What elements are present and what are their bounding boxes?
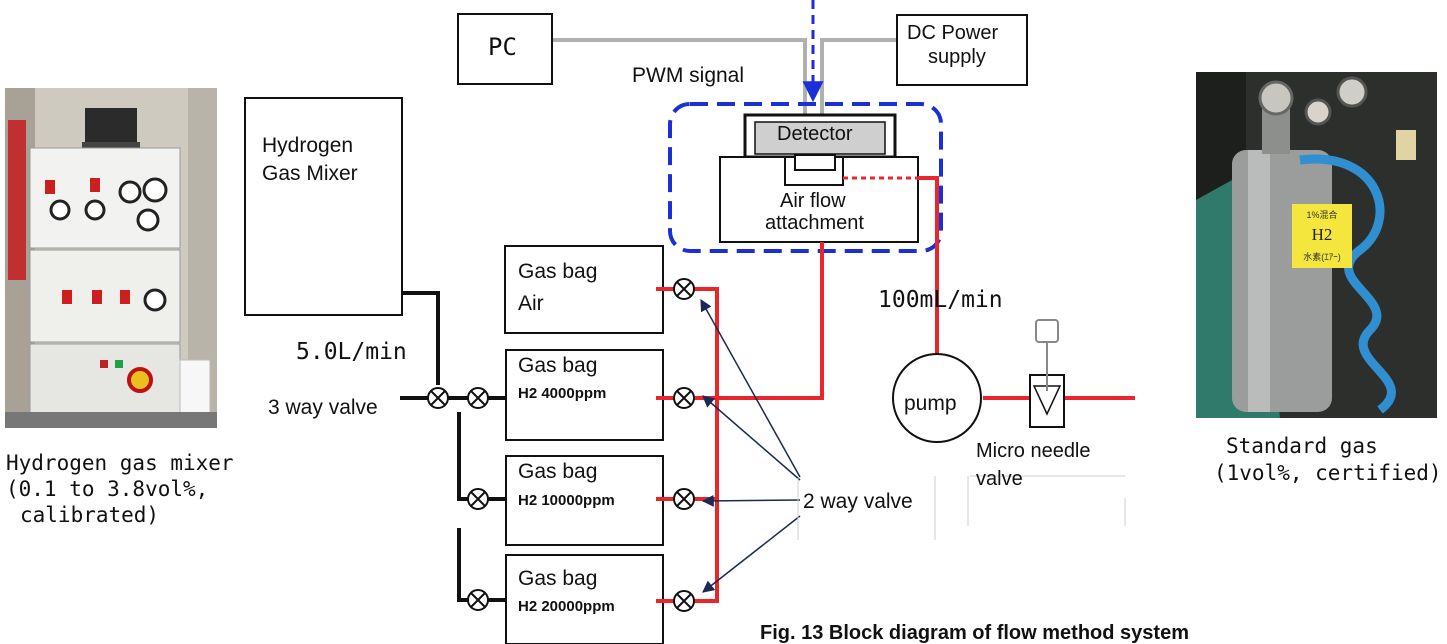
photo-left-caption-1: Hydrogen gas mixer	[6, 451, 234, 475]
pc-label: PC	[488, 33, 517, 61]
dc-power-label-1: DC Power	[907, 22, 999, 44]
dc-power-label-2: supply	[928, 46, 986, 68]
gas-bag-20000-box	[505, 554, 664, 644]
photo-left-caption-2: (0.1 to 3.8vol%,	[6, 477, 209, 501]
needle-knob	[1035, 319, 1059, 343]
pump-symbol	[892, 353, 982, 443]
two-way-valve-label: 2 way valve	[803, 490, 913, 513]
hydrogen-mixer-box	[244, 97, 403, 316]
gas-bag-10000-title: Gas bag	[518, 460, 598, 483]
three-way-valve-symbol	[427, 387, 449, 409]
dc-power-box	[896, 14, 1028, 86]
detector-box	[754, 121, 886, 155]
micro-needle-label-1: Micro needle	[976, 440, 1091, 462]
pump-label: pump	[904, 392, 957, 415]
gas-bag-20000-gas: H2 20000ppm	[518, 598, 615, 615]
photo-left-caption-3: calibrated)	[20, 503, 160, 527]
gas-bag-10000-gas: H2 10000ppm	[518, 492, 615, 509]
callout-brackets	[797, 475, 1126, 540]
three-way-valve-label: 3 way valve	[268, 396, 378, 419]
air-flow-label-2: attachment	[765, 212, 864, 234]
gas-bag-4000-box	[505, 349, 664, 441]
cylinder-label-line-1: 1%混合	[1306, 209, 1337, 220]
two-way-valve-arrows	[700, 298, 801, 593]
gas-bag-4000-gas: H2 4000ppm	[518, 385, 607, 402]
standard-gas-photo: 1%混合 H2 水素(ｴｱｰ)	[1196, 72, 1437, 418]
detector-enclosure	[668, 102, 943, 253]
pwm-signal-label: PWM signal	[632, 64, 745, 87]
gas-bag-air-gas: Air	[518, 292, 544, 315]
detector-label: Detector	[777, 123, 853, 145]
valves	[427, 278, 695, 612]
gas-bag-20000-title: Gas bag	[518, 567, 598, 590]
figure-caption: Fig. 13 Block diagram of flow method sys…	[760, 622, 1189, 644]
flow-100-label: 100mL/min	[878, 287, 1003, 313]
hydrogen-mixer-photo	[5, 88, 217, 428]
cylinder-label-line-3: 水素(ｴｱｰ)	[1303, 251, 1341, 262]
gas-bag-4000-title: Gas bag	[518, 354, 598, 377]
photo-right-caption-1: Standard gas	[1226, 434, 1378, 458]
photo-right-caption-2: (1vol%, certified)	[1214, 461, 1442, 485]
gas-lines	[656, 176, 1135, 603]
mixer-flow-label: 5.0L/min	[296, 339, 407, 365]
cylinder-label-line-2: H2	[1312, 225, 1333, 244]
mixer-lines	[400, 291, 507, 602]
micro-needle-label-2: valve	[976, 468, 1023, 490]
mixer-label-2: Gas Mixer	[262, 162, 358, 185]
gas-bag-10000-box	[505, 455, 664, 546]
mixer-label-1: Hydrogen	[262, 134, 354, 157]
pc-box	[457, 13, 553, 85]
gas-bag-air-box	[504, 245, 664, 334]
sensor-chip	[794, 154, 836, 171]
gas-bag-air-title: Gas bag	[518, 260, 598, 283]
power-line	[820, 38, 897, 124]
air-flow-label-1: Air flow	[780, 190, 846, 212]
